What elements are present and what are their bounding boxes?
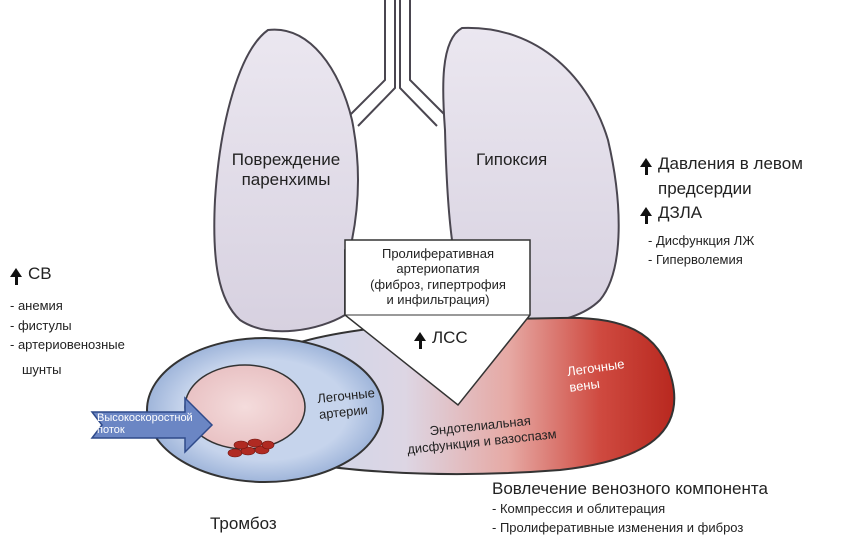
- left-heart-block: Давления в левом предсердии ДЗЛА: [640, 152, 803, 226]
- arteriopathy-text: Пролиферативная артериопатия (фиброз, ги…: [350, 246, 526, 307]
- cardiac-output-title: СВ: [10, 264, 52, 284]
- list-item: Гиперволемия: [648, 251, 754, 270]
- increase-arrow-icon: [640, 158, 652, 167]
- vessel-lumen: [185, 365, 305, 449]
- list-item: Пролиферативные изменения и фиброз: [492, 519, 743, 538]
- list-item: артериовенозные: [10, 335, 125, 355]
- increase-arrow-icon: [414, 332, 426, 341]
- pvr-text: ЛСС: [432, 328, 468, 347]
- arteriopathy-line1: Пролиферативная: [350, 246, 526, 261]
- venous-list: Компрессия и облитерация Пролиферативные…: [492, 500, 743, 538]
- lung-injury-line2: паренхимы: [226, 170, 346, 190]
- increase-arrow-icon: [10, 268, 22, 277]
- list-item: фистулы: [10, 316, 125, 336]
- co-list-continuation: шунты: [22, 362, 61, 378]
- la-pressure-line2: предсердии: [640, 177, 803, 202]
- la-pressure-line1: Давления в левом: [658, 154, 803, 173]
- lung-injury-line1: Повреждение: [226, 150, 346, 170]
- flow-line1: Высокоскоростной: [97, 413, 193, 425]
- list-item: Дисфункция ЛЖ: [648, 232, 754, 251]
- venous-title: Вовлечение венозного компонента: [492, 479, 768, 499]
- flow-label: Высокоскоростной поток: [97, 413, 193, 436]
- hypoxia-label: Гипоксия: [476, 150, 547, 170]
- co-text: СВ: [28, 264, 52, 283]
- trachea: [345, 0, 450, 126]
- increase-arrow-icon: [640, 207, 652, 216]
- cardiac-output-list: анемия фистулы артериовенозные: [10, 296, 125, 355]
- arteriopathy-line2: артериопатия: [350, 261, 526, 276]
- pcwp-text: ДЗЛА: [658, 203, 702, 222]
- list-item: Компрессия и облитерация: [492, 500, 743, 519]
- thrombosis-label: Тромбоз: [210, 514, 277, 534]
- flow-line2: поток: [97, 425, 193, 437]
- lung-injury-label: Повреждение паренхимы: [226, 150, 346, 191]
- arteriopathy-line3: (фиброз, гипертрофия: [350, 277, 526, 292]
- pvr-label: ЛСС: [414, 328, 468, 348]
- left-heart-list: Дисфункция ЛЖ Гиперволемия: [648, 232, 754, 270]
- arteries-label: Легочные артерии: [317, 385, 378, 422]
- list-item: анемия: [10, 296, 125, 316]
- arteriopathy-line4: и инфильтрация): [350, 292, 526, 307]
